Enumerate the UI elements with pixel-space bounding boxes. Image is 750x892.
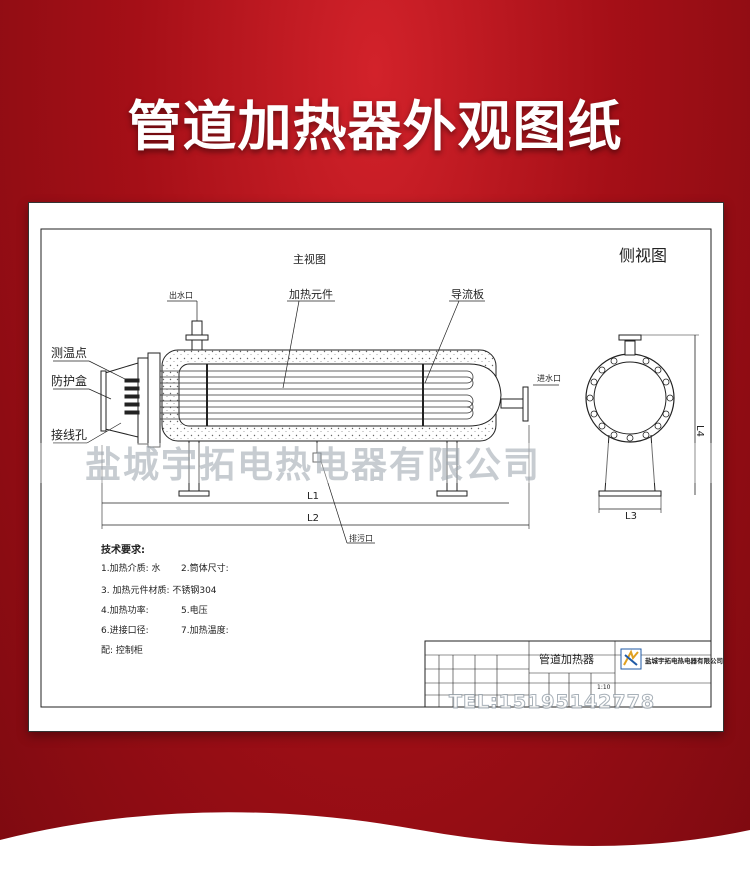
drain-label: 排污口 (349, 533, 373, 543)
tech-item: 3. 加热元件材质: 不锈钢304 (101, 584, 217, 596)
side-view-label: 侧视图 (619, 246, 667, 265)
tech-item: 7.加热温度: (181, 624, 229, 636)
bottom-wave (0, 812, 750, 892)
company-logo-mark (623, 649, 639, 666)
inlet-flange (522, 386, 529, 422)
left-flange (147, 352, 161, 448)
watermark-band (31, 443, 723, 483)
side-view: L3 L4 (585, 334, 705, 522)
dim-l4-label: L4 (694, 425, 705, 437)
inner-frame (40, 228, 712, 708)
end-cap (468, 363, 502, 427)
baffle-label: 导流板 (451, 287, 484, 301)
technical-drawing: 主视图 侧视图 (31, 228, 723, 714)
tech-item: 2.筒体尺寸: (181, 562, 229, 574)
front-view: L1 L2 (100, 320, 530, 529)
inlet-label: 进水口 (537, 373, 561, 383)
tech-item: 5.电压 (181, 604, 208, 616)
protect-box-label: 防护盒 (51, 373, 87, 388)
outlet-flange (185, 334, 209, 341)
temp-point-label: 测温点 (51, 346, 87, 360)
drain-valve (312, 452, 322, 463)
left-flange (137, 357, 149, 445)
tech-requirements: 技术要求: 1.加热介质: 水 2.筒体尺寸: 3. 加热元件材质: 不锈钢30… (101, 543, 229, 656)
terminal-pins (124, 378, 140, 415)
tech-item: 6.进接口径: (101, 624, 149, 636)
tech-item: 1.加热介质: 水 (101, 562, 160, 574)
product-name: 管道加热器 (539, 652, 594, 666)
tech-item: 4.加热功率: (101, 604, 149, 616)
protect-box (104, 362, 139, 438)
watermark-company: 盐城宇拓电热电器有限公司 (85, 445, 541, 486)
scale-value: 1:10 (597, 684, 611, 691)
title-block: 管道加热器 1:10 盐城宇拓电热电器有限公司 (424, 640, 723, 708)
dim-l2-label: L2 (307, 513, 319, 524)
company-logo-mark (624, 654, 638, 666)
side-outlet-flange (618, 334, 642, 341)
side-support (598, 434, 662, 497)
front-view-label: 主视图 (293, 252, 326, 266)
dim-l3-label: L3 (625, 511, 637, 522)
heating-tubes (149, 370, 474, 420)
tech-title: 技术要求: (101, 543, 145, 556)
inlet-pipe (500, 398, 524, 409)
bolt-holes (586, 357, 674, 442)
leader-lines (53, 300, 559, 544)
page-title: 管道加热器外观图纸 (127, 95, 623, 158)
heating-element-label: 加热元件 (289, 288, 333, 301)
drawing-sheet: 主视图 侧视图 (28, 202, 724, 732)
side-outlet-pipe (624, 340, 636, 356)
dim-l1-label: L1 (307, 491, 319, 502)
support-legs (178, 440, 468, 497)
tech-item: 配: 控制柜 (101, 644, 143, 656)
protect-box-cover (100, 370, 107, 432)
company-name: 盐城宇拓电热电器有限公司 (645, 656, 723, 665)
watermark-tel: TEL:15195142778 (449, 691, 655, 713)
outlet-label: 出水口 (169, 290, 193, 300)
wiring-hole-label: 接线孔 (51, 427, 87, 442)
side-flange-inner (593, 361, 667, 435)
